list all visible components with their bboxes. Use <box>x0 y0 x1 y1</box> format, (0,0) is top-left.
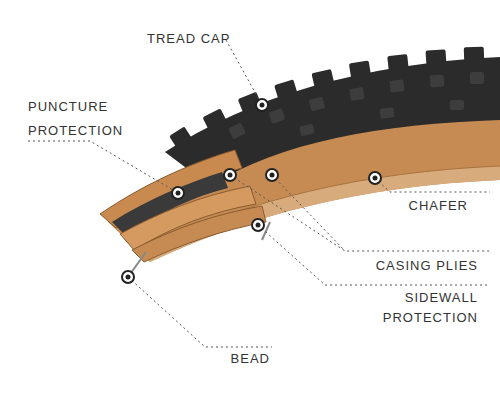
callout-dots <box>122 99 381 283</box>
tread-blocks <box>228 72 484 139</box>
part-label: SIDEWALL PROTECTION <box>360 288 478 328</box>
leader-lines <box>28 40 490 347</box>
part-label: TREAD CAP <box>147 31 257 47</box>
sidewall-layer <box>132 206 266 262</box>
part-label: CASING PLIES <box>350 258 478 274</box>
part-label: PUNCTURE PROTECTION <box>28 95 140 143</box>
part-label: CHAFER <box>380 198 468 214</box>
part-label: BEAD <box>190 351 270 367</box>
tread-knobs <box>169 47 484 150</box>
